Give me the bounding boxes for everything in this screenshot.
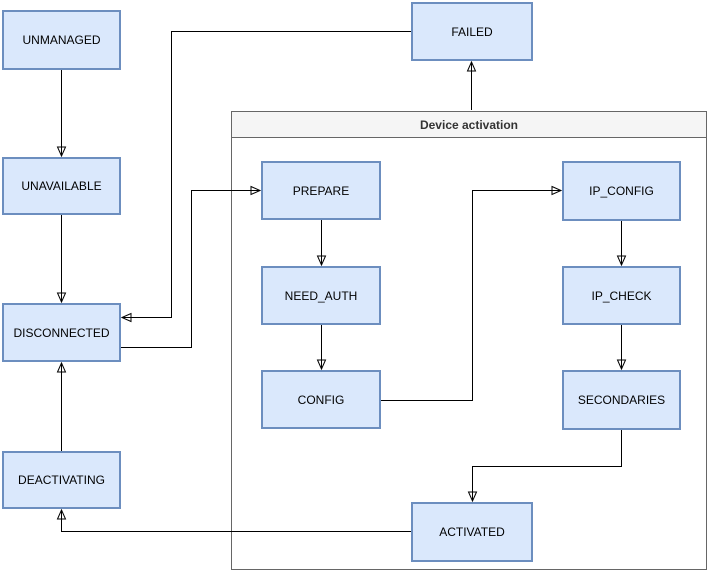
state-label-disconnected: DISCONNECTED bbox=[13, 325, 110, 340]
state-node-ip-check[interactable]: IP_CHECK bbox=[562, 266, 681, 325]
state-label-failed: FAILED bbox=[451, 24, 493, 39]
state-node-secondaries[interactable]: SECONDARIES bbox=[562, 370, 681, 430]
state-node-ip-config[interactable]: IP_CONFIG bbox=[562, 161, 681, 221]
state-label-unmanaged: UNMANAGED bbox=[22, 33, 101, 47]
state-label-secondaries: SECONDARIES bbox=[577, 393, 666, 407]
state-node-unmanaged[interactable]: UNMANAGED bbox=[2, 10, 121, 70]
state-node-activated[interactable]: ACTIVATED bbox=[411, 502, 533, 562]
state-label-activated: ACTIVATED bbox=[439, 525, 505, 539]
state-label-deactivating: DEACTIVATING bbox=[18, 473, 105, 487]
state-label-prepare: PREPARE bbox=[292, 183, 350, 198]
state-label-need-auth: NEED_AUTH bbox=[284, 288, 358, 303]
device-activation-title-bar: Device activation bbox=[232, 112, 706, 138]
group-title: Device activation bbox=[419, 117, 519, 132]
state-node-need-auth[interactable]: NEED_AUTH bbox=[261, 266, 381, 325]
state-node-disconnected[interactable]: DISCONNECTED bbox=[2, 303, 121, 362]
state-node-config[interactable]: CONFIG bbox=[261, 370, 381, 429]
state-node-failed[interactable]: FAILED bbox=[411, 2, 533, 61]
state-node-unavailable[interactable]: UNAVAILABLE bbox=[2, 157, 121, 215]
state-label-config: CONFIG bbox=[297, 392, 345, 407]
state-node-prepare[interactable]: PREPARE bbox=[261, 161, 381, 220]
state-label-ip-config: IP_CONFIG bbox=[589, 184, 654, 198]
state-node-deactivating[interactable]: DEACTIVATING bbox=[2, 451, 121, 509]
state-label-ip-check: IP_CHECK bbox=[591, 288, 652, 303]
state-label-unavailable: UNAVAILABLE bbox=[21, 179, 102, 193]
